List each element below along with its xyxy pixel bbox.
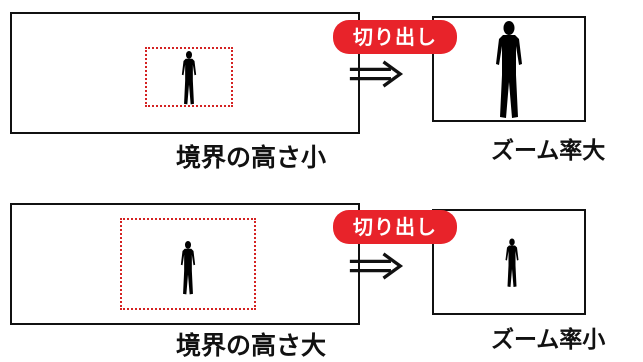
double-arrow-icon: [348, 60, 404, 88]
boundary-label-1: 境界の高さ小: [176, 143, 327, 172]
person-silhouette-icon: [178, 49, 200, 107]
source-frame-1: [10, 12, 360, 134]
boundary-label-2: 境界の高さ大: [176, 331, 327, 360]
person-silhouette-icon: [488, 20, 530, 120]
crop-boundary-1: [145, 47, 233, 107]
crop-boundary-2: [120, 218, 256, 310]
crop-badge-2: 切り出し: [333, 210, 457, 244]
crop-badge-1: 切り出し: [333, 20, 457, 54]
double-arrow-icon: [348, 252, 404, 280]
person-silhouette-icon: [177, 239, 199, 297]
zoom-label-2: ズーム率小: [491, 327, 606, 353]
person-silhouette-icon: [502, 236, 522, 290]
zoom-label-1: ズーム率大: [491, 138, 606, 164]
